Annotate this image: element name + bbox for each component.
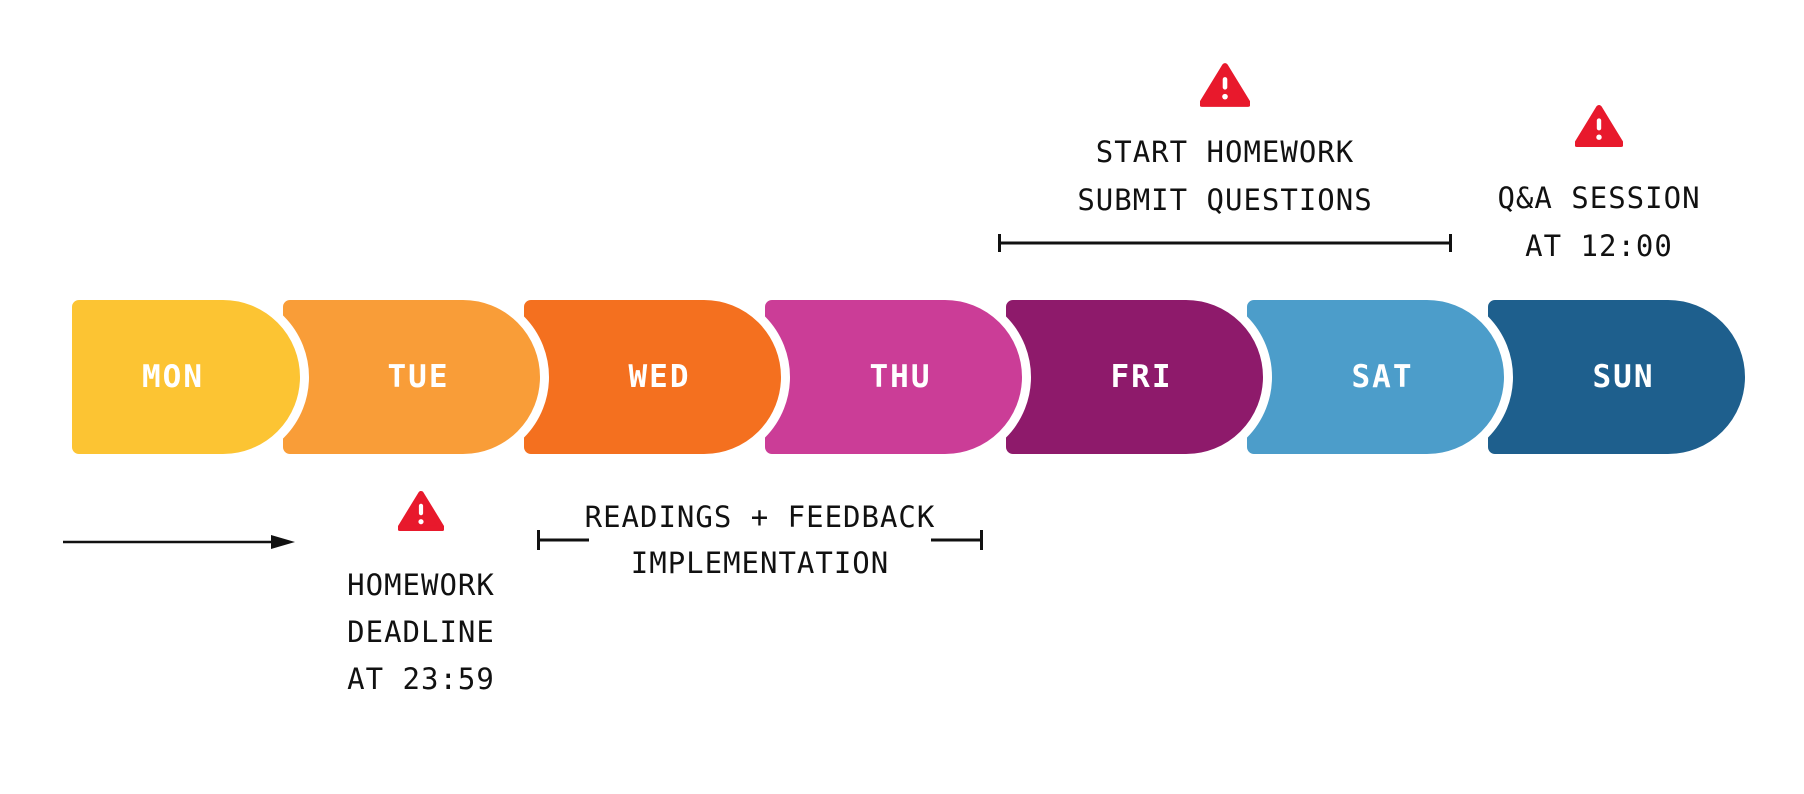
day-label-thu: THU — [869, 359, 932, 395]
day-block-wed: WED — [515, 291, 790, 463]
day-label-sat: SAT — [1351, 359, 1414, 395]
warning-triangle-icon — [1200, 63, 1250, 107]
annotation-qa-session: Q&A SESSION AT 12:00 — [1463, 104, 1735, 270]
range-tick-left-icon — [537, 530, 589, 550]
annotation-line: AT 23:59 — [347, 662, 495, 696]
annotation-line: START HOMEWORK — [1095, 135, 1355, 169]
annotation-line: Q&A SESSION — [1497, 181, 1701, 215]
day-block-fri: FRI — [997, 291, 1272, 463]
range-tick-right-icon — [931, 530, 983, 550]
annotation-line: IMPLEMENTATION — [630, 546, 890, 580]
annotation-readings-feedback: READINGS + FEEDBACK IMPLEMENTATION — [537, 494, 983, 586]
day-block-tue: TUE — [274, 291, 549, 463]
arrow-right-icon — [63, 535, 295, 549]
day-label-wed: WED — [628, 359, 691, 395]
day-block-thu: THU — [756, 291, 1031, 463]
warning-triangle-icon — [398, 490, 444, 532]
day-block-sat: SAT — [1238, 291, 1513, 463]
day-block-mon: MON — [63, 291, 309, 463]
warning-triangle-icon — [1575, 105, 1623, 147]
day-label-tue: TUE — [387, 359, 450, 395]
timeline-week-row: MON TUE WED THU FRI SAT SUN — [63, 291, 1754, 463]
annotation-line: HOMEWORK — [347, 568, 495, 602]
annotation-line: DEADLINE — [347, 615, 495, 649]
annotation-line: AT 12:00 — [1525, 229, 1673, 263]
day-label-fri: FRI — [1110, 359, 1173, 395]
range-bracket-icon — [998, 234, 1452, 252]
annotation-start-homework: START HOMEWORK SUBMIT QUESTIONS — [998, 62, 1452, 254]
day-label-mon: MON — [142, 359, 204, 395]
annotation-line: READINGS + FEEDBACK — [584, 500, 936, 534]
annotation-line: SUBMIT QUESTIONS — [1077, 183, 1373, 217]
day-block-sun: SUN — [1479, 291, 1754, 463]
day-label-sun: SUN — [1592, 359, 1655, 395]
annotation-homework-deadline: HOMEWORK DEADLINE AT 23:59 — [288, 490, 554, 703]
